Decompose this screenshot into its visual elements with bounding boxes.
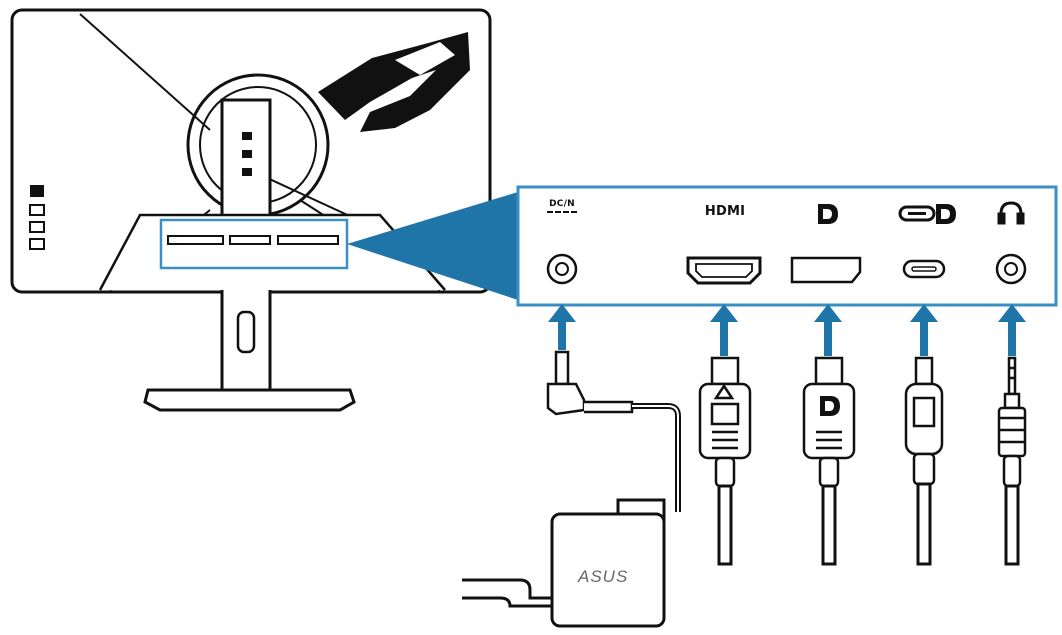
port-panel [516,185,1058,307]
headphone-jack-icon [995,253,1027,285]
adapter-brand: ASUS [577,567,628,586]
displayport-logo-icon [818,204,838,224]
power-adapter [462,498,666,628]
arrow-dc-in [548,304,576,350]
arrow-displayport [814,304,842,356]
dc-in-port-icon [546,253,578,285]
headphone-cable [997,356,1027,566]
arrows [548,304,1026,356]
hdmi-cable [698,356,752,566]
usb-c-logo-icon [898,204,956,224]
displayport-icon [790,256,862,284]
headphone-logo-icon [997,201,1025,225]
arrow-usb-c [910,304,938,356]
dc-in-label: DC/N [547,200,577,213]
displayport-cable [802,356,856,566]
hdmi-port-icon [686,256,762,285]
arrow-hdmi [710,304,738,356]
arrow-headphone [998,304,1026,356]
dc-power-cable [546,350,681,512]
rog-logo-icon [318,32,470,132]
hdmi-label: HDMI [704,204,746,219]
usb-c-displayport-icon [902,259,946,279]
stand-base [143,388,356,412]
usb-c-cable [904,356,944,566]
zoom-callout [347,192,518,300]
